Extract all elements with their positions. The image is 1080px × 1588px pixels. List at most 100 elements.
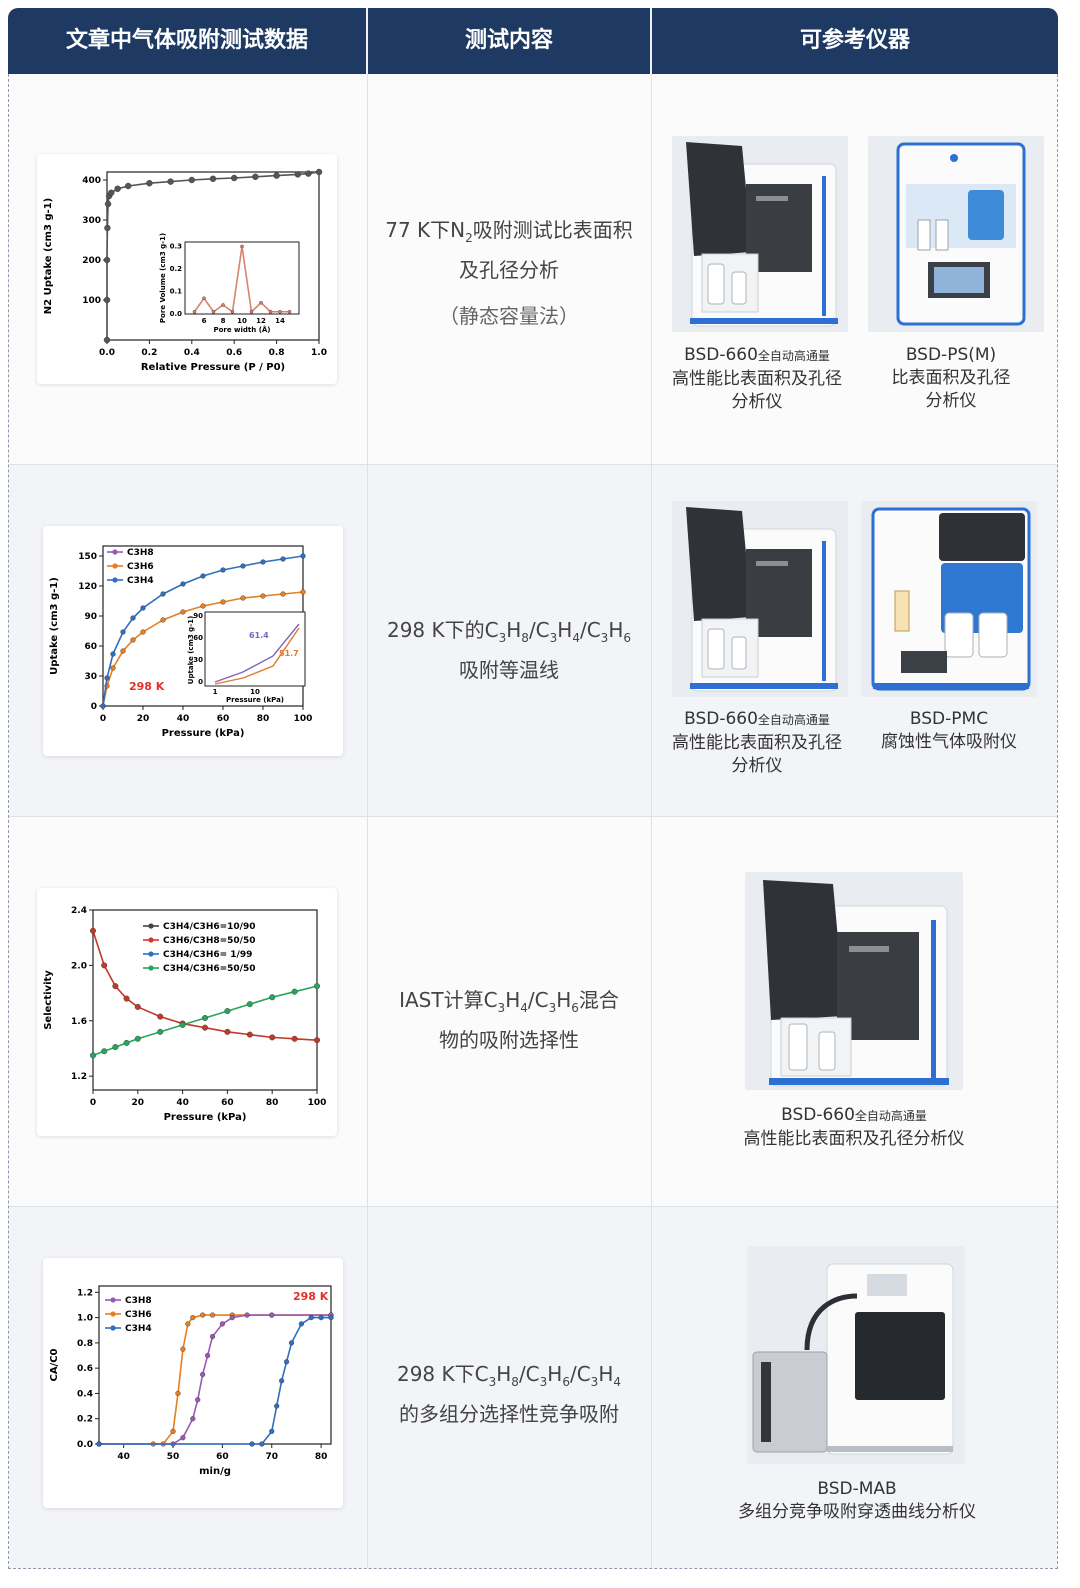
breakthrough-C3H8-point: [190, 1314, 196, 1321]
selectivity-high-point: [201, 1024, 208, 1031]
test-content-text: 77 K下N2吸附测试比表面积及孔径分析: [385, 218, 633, 282]
instrument-image-bsd660[interactable]: [672, 136, 848, 332]
instrument-image-bsd-mab[interactable]: [747, 1246, 965, 1464]
breakthrough-C3H4-point: [288, 1340, 295, 1346]
bsd-mab-illustration: [747, 1246, 965, 1464]
selectivity-low-point: [291, 988, 298, 995]
selectivity-low-point: [314, 983, 321, 990]
header-divider: [650, 8, 652, 74]
uptake-C3H4-point: [180, 581, 186, 587]
selectivity-low-point: [157, 1028, 164, 1035]
x-tick-label: 40: [176, 1098, 189, 1108]
selectivity-low-point: [90, 1052, 97, 1059]
uptake-C3H4-point: [280, 556, 286, 562]
uptake-C3H4-line: [102, 555, 304, 707]
uptake-C3H4-point: [120, 629, 126, 635]
legend-label: C3H4: [127, 576, 154, 586]
uptake-C3H6-point: [260, 593, 266, 599]
legend-marker: [110, 1325, 116, 1331]
y-tick-label: 2.0: [71, 961, 87, 971]
selectivity-low-point: [201, 1014, 208, 1021]
breakthrough-C3H4-point: [328, 1314, 334, 1321]
y-axis-label: Selectivity: [43, 970, 54, 1030]
selectivity-high-point: [90, 927, 97, 934]
y-tick-label: 0.0: [77, 1440, 93, 1450]
breakthrough-C3H8-point: [180, 1346, 186, 1352]
y-tick-label: 1.6: [71, 1017, 87, 1027]
inset-y-tick-label: 60: [193, 634, 203, 642]
x-tick-label: 80: [266, 1098, 279, 1108]
legend-label: C3H6: [127, 562, 154, 572]
inset-y-tick-label: 0.0: [170, 310, 183, 318]
breakthrough-C3H6-point: [190, 1416, 196, 1422]
n2-uptake-point: [124, 182, 132, 190]
uptake-C3H6-point: [200, 603, 206, 609]
instrument-image-bsd660[interactable]: [672, 501, 848, 697]
instrument-image-bsd-pmc[interactable]: [861, 501, 1037, 697]
legend-label: C3H4/C3H6=10/90: [163, 922, 256, 932]
x-tick-label: 50: [167, 1452, 180, 1462]
x-tick-label: 100: [308, 1098, 327, 1108]
pore-volume-point: [192, 309, 197, 314]
instrument-image-bsd-ps[interactable]: [868, 136, 1044, 332]
instrument-name: BSD-PS(M): [905, 345, 997, 365]
selectivity-low-point: [224, 1008, 231, 1015]
y-axis-label: CA/C0: [49, 1348, 60, 1381]
breakthrough-C3H4-point: [269, 1428, 275, 1434]
selectivity-high-point: [157, 1013, 164, 1020]
legend-marker: [148, 923, 154, 929]
uptake-C3H4-point: [300, 553, 306, 559]
instrument-image-bsd660[interactable]: [745, 872, 963, 1090]
uptake-C3H4-point: [160, 591, 166, 597]
selectivity-high-line: [92, 930, 318, 1041]
instrument-caption-1-2: BSD-PS(M) 比表面积及孔径 分析仪: [871, 344, 1031, 413]
y-tick-label: 0.2: [77, 1415, 93, 1425]
n2-uptake-point: [252, 173, 259, 180]
instrument-caption-1-1: BSD-660全自动高通量 高性能比表面积及孔径 分析仪: [657, 344, 857, 414]
uptake-C3H6-point: [120, 648, 126, 654]
uptake-C3H6-point: [140, 629, 146, 635]
n2-uptake-point: [294, 171, 301, 178]
uptake-C3H4-point: [200, 573, 206, 579]
pore-volume-point: [249, 309, 254, 314]
header-col-instruments: 可参考仪器: [799, 28, 910, 53]
selectivity-low-point: [112, 1044, 119, 1051]
inset-y-label: Uptake (cm3 g-1): [187, 616, 195, 684]
x-axis-label: Relative Pressure (P / P0): [141, 362, 285, 373]
y-tick-label: 1.2: [71, 1072, 87, 1082]
pore-volume-point: [202, 296, 206, 301]
y-tick-label: 0: [91, 702, 97, 712]
instrument-tag: 全自动高通量: [854, 1109, 927, 1123]
selectivity-high-point: [123, 995, 130, 1002]
x-tick-label: 60: [217, 714, 230, 724]
column-divider: [651, 74, 652, 1568]
temperature-annotation: 298 K: [293, 1290, 329, 1303]
pore-volume-point: [211, 309, 216, 314]
inset-frame: [184, 241, 300, 315]
instrument-caption-3-1: BSD-660全自动高通量 高性能比表面积及孔径分析仪: [709, 1104, 999, 1151]
column-divider: [367, 74, 368, 1568]
instrument-caption-2-1: BSD-660全自动高通量 高性能比表面积及孔径 分析仪: [657, 708, 857, 778]
pore-volume-point: [240, 244, 244, 249]
n2-uptake-point: [230, 174, 238, 182]
inset-series-line: [214, 627, 300, 685]
n2-uptake-point: [104, 224, 111, 232]
x-tick-label: 0: [90, 1098, 96, 1108]
x-tick-label: 80: [257, 714, 270, 724]
pore-volume-point: [287, 309, 292, 314]
selectivity-high-point: [224, 1028, 231, 1035]
breakthrough-C3H4-point: [298, 1321, 304, 1327]
selectivity-high-point: [246, 1031, 253, 1038]
legend-marker: [148, 937, 154, 943]
x-tick-label: 0.6: [226, 348, 242, 358]
test-content-text: IAST计算C3H4/C3H6混合物的吸附选择性: [399, 988, 619, 1052]
y-tick-label: 0.4: [77, 1389, 93, 1399]
breakthrough-C3H4-point: [308, 1314, 314, 1321]
